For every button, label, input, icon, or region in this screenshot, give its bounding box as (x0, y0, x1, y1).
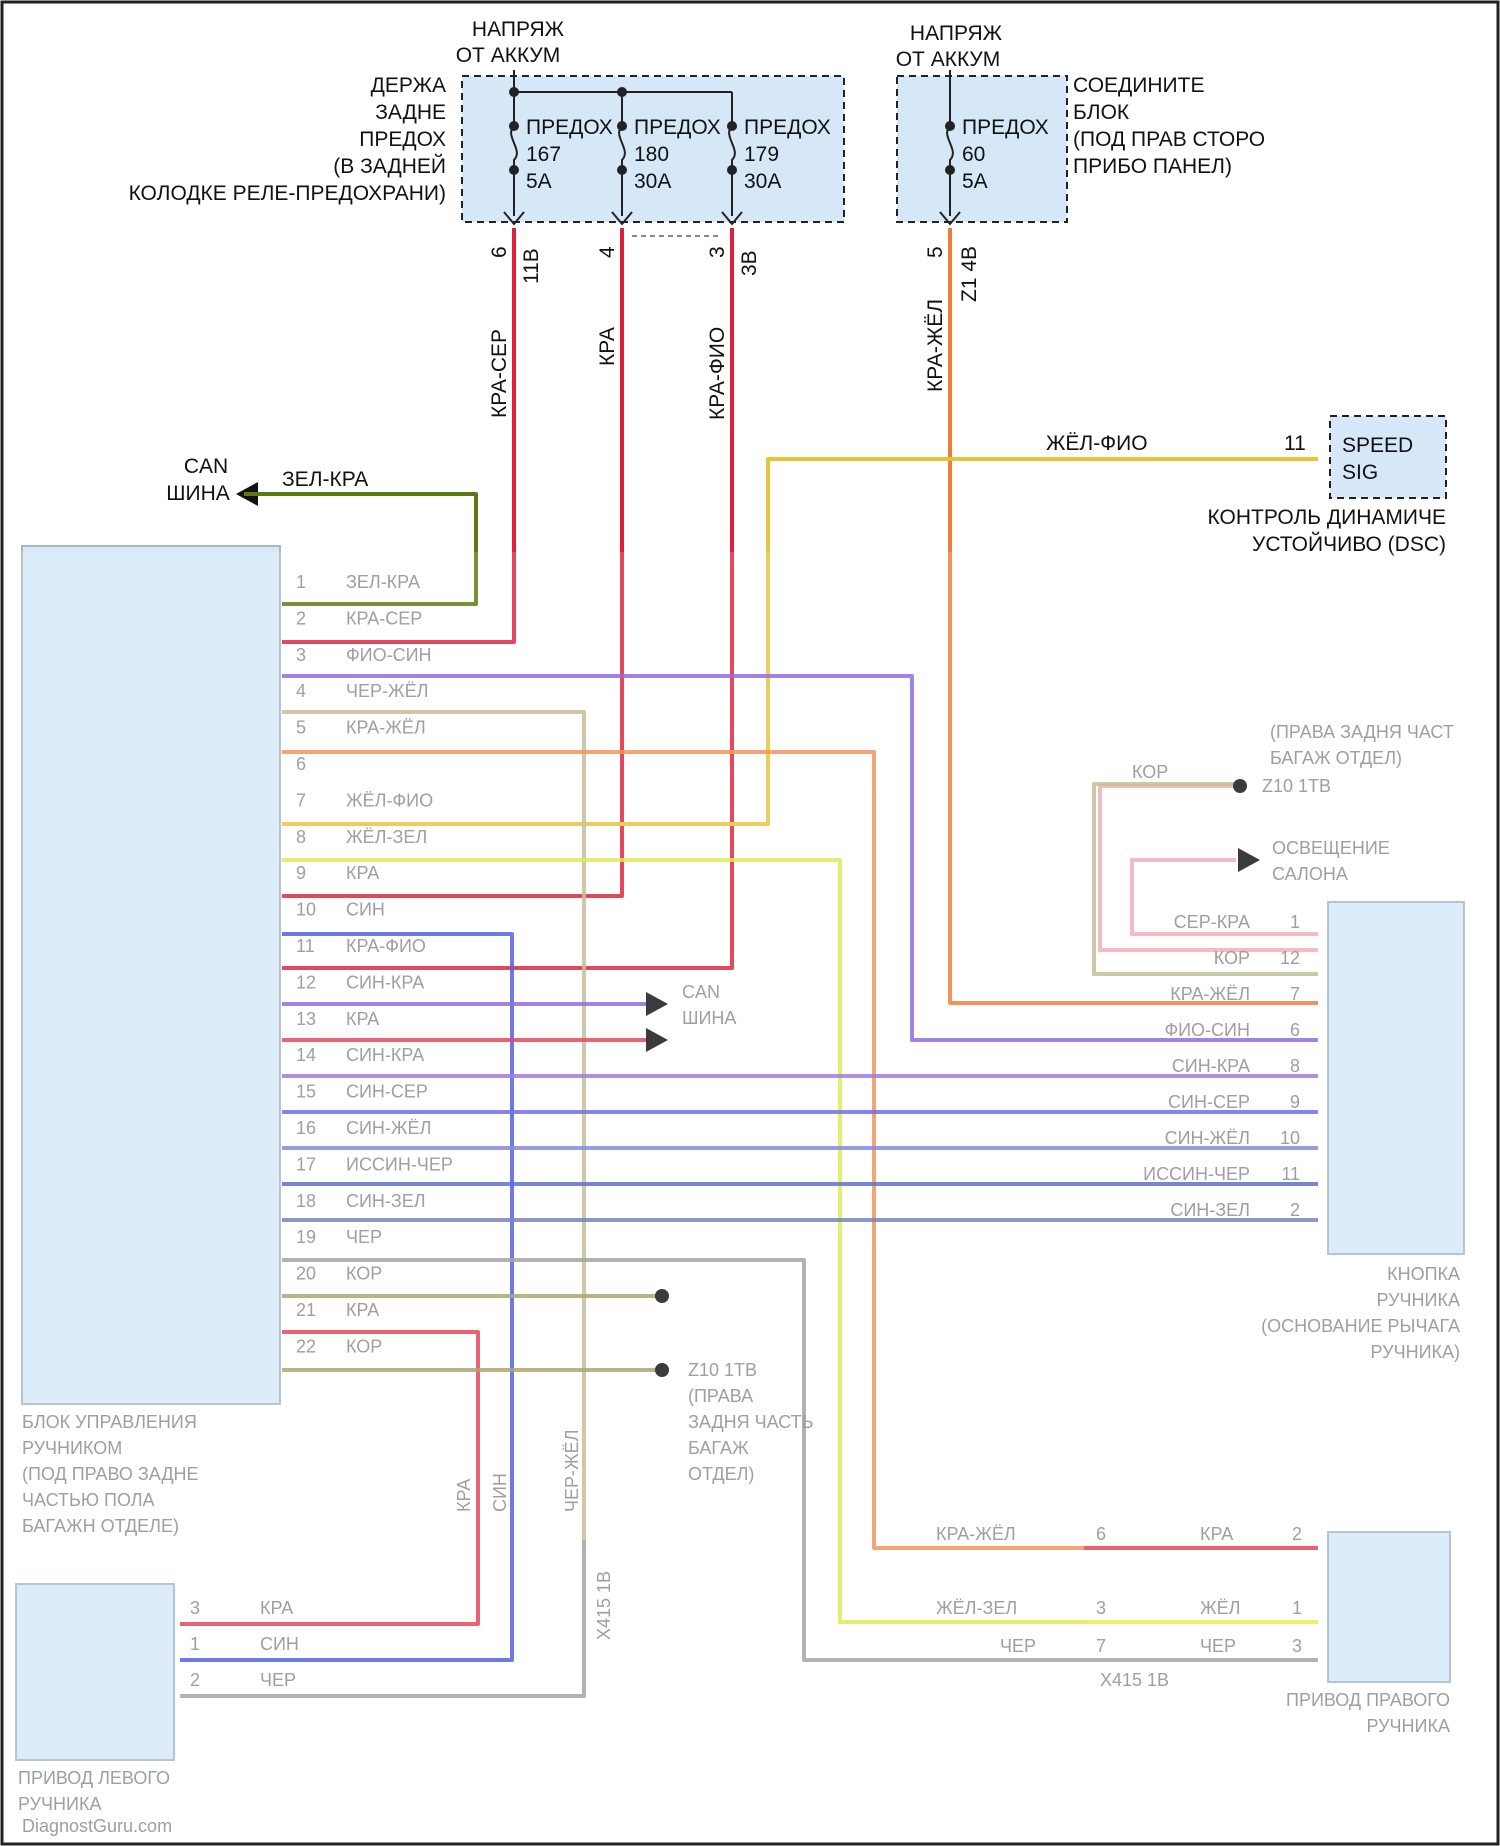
fuse-pin-1: 6 (488, 246, 511, 258)
fuse-amp-3: 30A (744, 170, 781, 193)
fuse-pin-4: 5 (924, 246, 947, 258)
fuse-num-1: 167 (526, 143, 561, 166)
battery-label-1a: НАПРЯЖ (472, 18, 565, 41)
holder-label-3: (В ЗАДНЕЙ (333, 154, 446, 178)
holder-label-2: ПРЕДОХ (359, 128, 446, 151)
can-bus-wire: ЗЕЛ-КРА (282, 468, 368, 491)
joint-label-3: ПРИБО ПАНЕЛ) (1073, 155, 1232, 178)
fuse-conn-1: 11B (520, 248, 543, 284)
fuse-name-1: ПРЕДОХ (526, 116, 613, 139)
blur-overlay (4, 552, 1496, 1842)
wire-label-kra-fio: КРА-ФИО (706, 327, 729, 420)
fuse-num-4: 60 (962, 143, 985, 166)
battery-label-2b: ОТ АККУМ (896, 48, 1001, 71)
fuse-conn-3: 3B (738, 250, 761, 276)
speed-caption-0: КОНТРОЛЬ ДИНАМИЧЕ (1208, 506, 1446, 529)
fuse-name-2: ПРЕДОХ (634, 116, 721, 139)
fuse-pin-2: 4 (596, 246, 619, 258)
fuse-num-3: 179 (744, 143, 779, 166)
fuse-amp-4: 5A (962, 170, 988, 193)
can-bus-label-0: CAN (184, 455, 228, 478)
joint-label-2: (ПОД ПРАВ СТОРО (1073, 128, 1265, 151)
fuse-amp-2: 30A (634, 170, 671, 193)
joint-label-1: БЛОК (1073, 101, 1130, 124)
wire-label-kra-ser: КРА-СЕР (488, 329, 511, 418)
battery-label-1b: ОТ АККУМ (456, 44, 561, 67)
speed-wire: ЖЁЛ-ФИО (1046, 432, 1148, 455)
battery-label-2a: НАПРЯЖ (910, 22, 1003, 45)
holder-label-0: ДЕРЖА (371, 74, 446, 97)
holder-label-4: КОЛОДКЕ РЕЛЕ-ПРЕДОХРАНИ) (129, 182, 446, 205)
wire-label-kra: КРА (596, 327, 619, 366)
fuse-amp-1: 5A (526, 170, 552, 193)
fuse-num-2: 180 (634, 143, 669, 166)
wire-label-kra-zhel: КРА-ЖЁЛ (924, 299, 947, 392)
fuse-name-3: ПРЕДОХ (744, 116, 831, 139)
fuse-pin-3: 3 (706, 246, 729, 258)
joint-label-0: СОЕДИНИТЕ (1073, 74, 1204, 97)
speed-pin: 11 (1284, 432, 1306, 455)
can-bus-label-1: ШИНА (166, 482, 230, 505)
fuse-name-4: ПРЕДОХ (962, 116, 1049, 139)
fuse-conn-4: Z1 4B (958, 246, 981, 302)
speed-box-0: SPEED (1342, 434, 1413, 457)
speed-sig-box (1330, 416, 1446, 498)
holder-label-1: ЗАДНЕ (375, 101, 446, 124)
speed-box-1: SIG (1342, 461, 1378, 484)
